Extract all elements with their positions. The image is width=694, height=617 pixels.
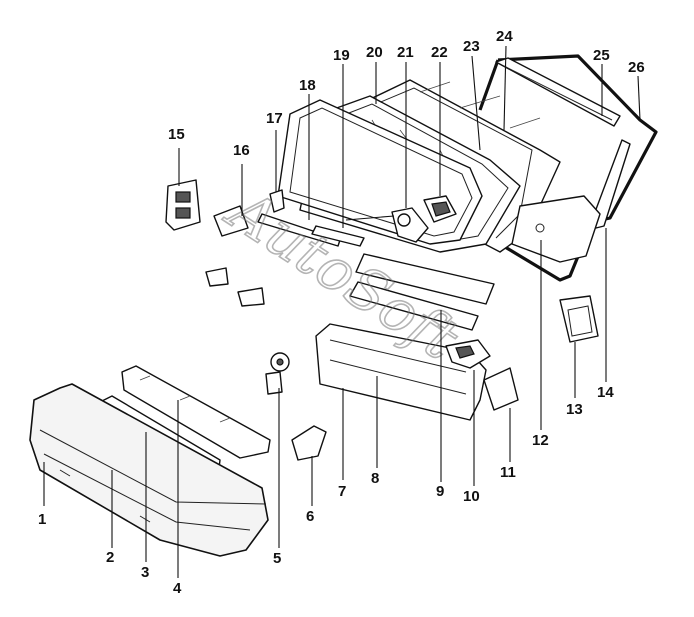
part-7-rear-panel [315, 323, 487, 421]
callout-8: 8 [371, 470, 379, 487]
part-16-clips [205, 205, 265, 307]
callout-12: 12 [532, 432, 549, 449]
part-17-bracket [269, 189, 285, 213]
part-crossbars [349, 253, 495, 331]
callout-20: 20 [366, 44, 383, 61]
callout-2: 2 [106, 549, 114, 566]
part-26-door-seal [478, 54, 658, 282]
leader-lines [43, 45, 641, 578]
part-6-bracket [291, 425, 327, 461]
part-15-light-unit [165, 179, 201, 231]
part-13-rubber-stop [559, 295, 599, 343]
callout-15: 15 [168, 126, 185, 143]
part-10-lock [445, 339, 491, 369]
callout-5: 5 [273, 550, 281, 567]
part-19-lower-trim [311, 225, 365, 247]
part-25-upper-strip [495, 57, 621, 127]
callout-6: 6 [306, 508, 314, 525]
callout-14: 14 [597, 384, 614, 401]
callout-22: 22 [431, 44, 448, 61]
callout-24: 24 [496, 28, 513, 45]
part-11-latch-bracket [483, 367, 519, 411]
callout-17: 17 [266, 110, 283, 127]
part-12-lower-panel [511, 195, 601, 263]
callout-23: 23 [463, 38, 480, 55]
part-1-bumper-cover [29, 383, 269, 557]
callout-18: 18 [299, 77, 316, 94]
part-21-wiper-motor [345, 207, 429, 243]
callout-16: 16 [233, 142, 250, 159]
part-5-lock-cylinder [265, 352, 290, 395]
callout-7: 7 [338, 483, 346, 500]
callout-3: 3 [141, 564, 149, 581]
callout-labels: 1 2 3 4 5 6 7 8 9 10 11 12 13 14 15 16 1… [38, 28, 645, 597]
callout-25: 25 [593, 47, 610, 64]
callout-10: 10 [463, 488, 480, 505]
callout-9: 9 [436, 483, 444, 500]
part-22-latch [423, 195, 457, 223]
callout-26: 26 [628, 59, 645, 76]
callout-1: 1 [38, 511, 46, 528]
callout-19: 19 [333, 47, 350, 64]
callout-4: 4 [173, 580, 182, 597]
part-14-side-trim [591, 139, 631, 229]
callout-11: 11 [500, 464, 516, 481]
callout-13: 13 [566, 401, 583, 418]
callout-21: 21 [397, 44, 414, 61]
part-4-bumper-reinforcement [121, 365, 271, 459]
